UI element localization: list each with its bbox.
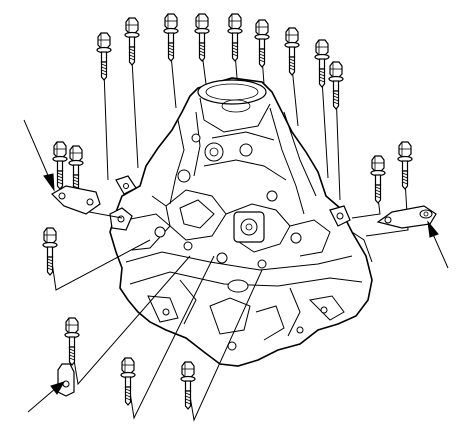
bolt-icon [397, 141, 413, 190]
arrows [23, 119, 449, 413]
bolt-icon [52, 141, 68, 190]
bolt-icon [96, 32, 112, 81]
bolt-icon [328, 61, 344, 110]
arrow-icon [27, 381, 66, 413]
bolt-icon [120, 357, 136, 406]
bolt-icon [370, 155, 386, 204]
bolt-icon [284, 27, 300, 76]
bracket-left [51, 185, 101, 215]
bolt-icon [163, 13, 179, 62]
arrow-icon [23, 119, 55, 192]
bolt-icon [124, 17, 140, 66]
bolt-icon [194, 13, 210, 62]
arrow-icon [427, 220, 449, 269]
bolt-icon [64, 317, 80, 366]
bracket-bottom-left [57, 363, 75, 397]
transmission-housing [109, 77, 373, 367]
bolt-icon [254, 19, 270, 68]
bolt-icon [68, 145, 84, 194]
bolt-icon [180, 361, 196, 410]
bolt-icon [42, 227, 58, 276]
bolt-icon [314, 39, 330, 88]
bracket-icon [57, 363, 75, 397]
bracket-icon [51, 185, 101, 215]
bolt-icon [227, 13, 243, 62]
bracket-right [376, 205, 437, 229]
